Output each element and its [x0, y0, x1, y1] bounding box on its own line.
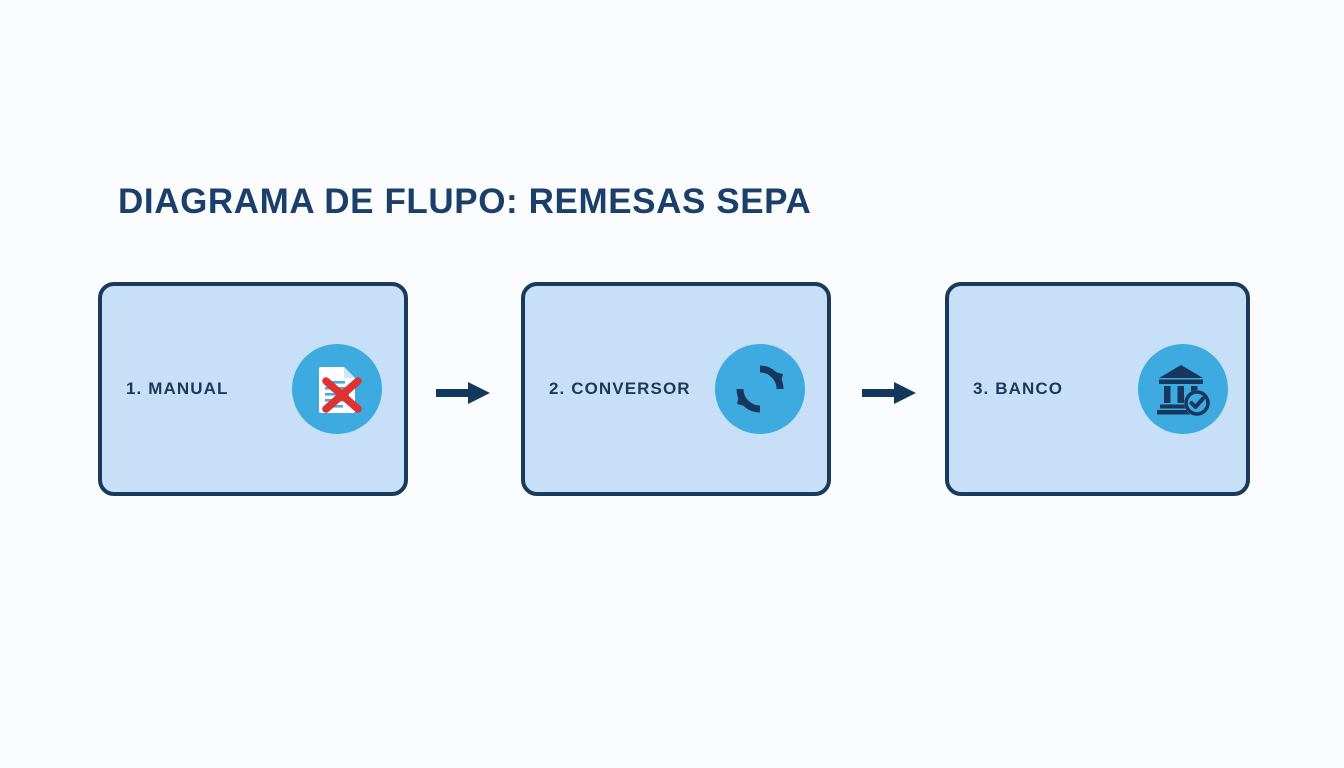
- flow-step-manual[interactable]: 1. MANUAL: [98, 282, 408, 496]
- icon-badge: [292, 344, 382, 434]
- flow-diagram: 1. MANUAL: [0, 282, 1344, 504]
- flow-step-banco[interactable]: 3. BANCO: [945, 282, 1250, 496]
- page-title: DIAGRAMA DE FLUPO: REMESAS SEPA: [118, 182, 812, 221]
- flow-step-content: 3. BANCO: [949, 286, 1246, 492]
- flow-step-content: 1. MANUAL: [102, 286, 404, 492]
- bank-verified-icon: [1155, 361, 1211, 417]
- flow-step-label: 3. BANCO: [973, 379, 1064, 398]
- flow-step-label: 2. CONVERSOR: [549, 379, 691, 398]
- flow-step-conversor[interactable]: 2. CONVERSOR: [521, 282, 831, 496]
- icon-badge: [715, 344, 805, 434]
- refresh-sync-icon: [733, 362, 787, 416]
- flow-step-content: 2. CONVERSOR: [525, 286, 827, 492]
- arrow-right-icon: [436, 379, 496, 407]
- flow-step-label: 1. MANUAL: [126, 379, 229, 398]
- icon-badge: [1138, 344, 1228, 434]
- arrow-right-icon: [862, 379, 922, 407]
- document-cancelled-icon: [309, 361, 365, 417]
